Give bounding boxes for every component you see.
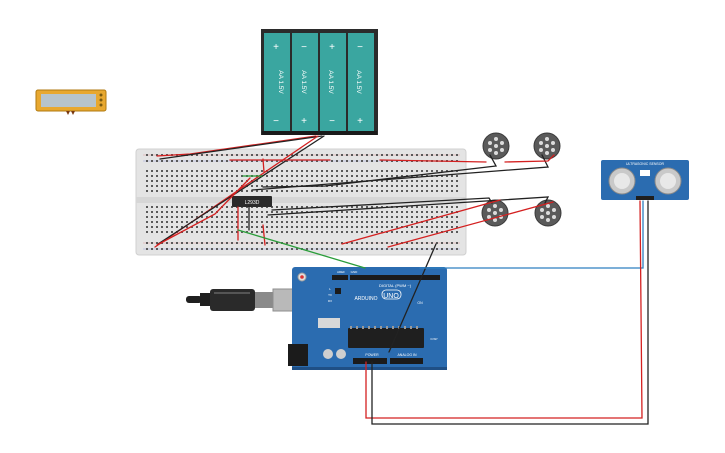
battery-cell-4: − + AA 1.5V [348, 33, 374, 131]
wire-green-arduino[interactable] [237, 229, 366, 269]
battery-cell-1: + − AA 1.5V [264, 33, 290, 131]
battery-cell-label: AA 1.5V [355, 70, 362, 94]
wire-black-gnd[interactable] [371, 200, 649, 425]
usb-cable[interactable] [186, 288, 306, 312]
minus-sign: − [301, 42, 307, 53]
plus-sign: + [273, 42, 279, 53]
wires[interactable] [154, 135, 649, 425]
sensor-title: ULTRASONIC SENSOR [626, 162, 665, 166]
dc-motor-1[interactable] [482, 132, 510, 160]
battery-pack[interactable]: + − AA 1.5V − + AA 1.5V + − AA 1.5V − + … [261, 29, 378, 135]
lcd-module[interactable] [35, 89, 107, 115]
wire-battery-red-1[interactable] [156, 135, 317, 157]
arduino-uno[interactable]: DIGITAL (PWM ~) ARDUINO UNO POWER ANALOG… [288, 267, 447, 370]
battery-cell-2: − + AA 1.5V [292, 33, 318, 131]
motor-driver-chip[interactable]: L293D [232, 196, 272, 207]
wire-red-motor-1[interactable] [262, 158, 265, 173]
wire-red-motor-top-1[interactable] [379, 159, 487, 163]
battery-cell-label: AA 1.5V [277, 70, 284, 94]
arduino-brand: ARDUINO [354, 296, 377, 302]
plus-sign: + [301, 116, 307, 127]
wire-red-motor-3[interactable] [341, 199, 501, 245]
plus-sign: + [357, 116, 363, 127]
wire-black-arduino[interactable] [388, 243, 437, 353]
wire-red-chip-vertical-2[interactable] [262, 224, 266, 246]
battery-cell-3: + − AA 1.5V [320, 33, 346, 131]
arduino-model: UNO [383, 293, 399, 300]
dc-motor-2[interactable] [533, 132, 561, 160]
tx-label: TX [328, 293, 332, 297]
on-label: ON [417, 301, 423, 305]
minus-sign: − [357, 42, 363, 53]
digital-label: DIGITAL (PWM ~) [379, 283, 412, 288]
battery-cell-label: AA 1.5V [327, 70, 334, 94]
wire-battery-black-2[interactable] [157, 135, 325, 245]
breadboard[interactable] [135, 148, 467, 256]
ultrasonic-sensor[interactable]: ULTRASONIC SENSOR HC-SR04 [601, 160, 689, 200]
rx-label: RX [328, 299, 332, 303]
battery-cell-label: AA 1.5V [300, 70, 307, 94]
minus-sign: − [273, 116, 279, 127]
wire-red-motor-top-2[interactable] [504, 154, 555, 163]
wire-black-motor-3[interactable] [271, 197, 493, 211]
wire-red-vcc[interactable] [365, 200, 643, 419]
dc-motor-4[interactable] [534, 199, 562, 227]
wire-blue-trig[interactable] [419, 200, 644, 269]
wire-black-motor-4[interactable] [267, 196, 550, 216]
aref-label: AREF [337, 270, 345, 274]
l-led-label: L [329, 287, 331, 291]
icsp-label: ICSP [430, 337, 437, 341]
power-label: POWER [365, 353, 379, 357]
gnd-label: GND [351, 270, 359, 274]
wire-battery-black-1[interactable] [159, 135, 323, 160]
plus-sign: + [329, 42, 335, 53]
wire-red-chip-diagonal[interactable] [156, 177, 251, 246]
wire-red-motor-4[interactable] [387, 201, 554, 248]
minus-sign: − [329, 116, 335, 127]
chip-label: L293D [245, 200, 260, 206]
wire-black-chip-2[interactable] [251, 154, 550, 191]
analog-label: ANALOG IN [397, 353, 417, 357]
